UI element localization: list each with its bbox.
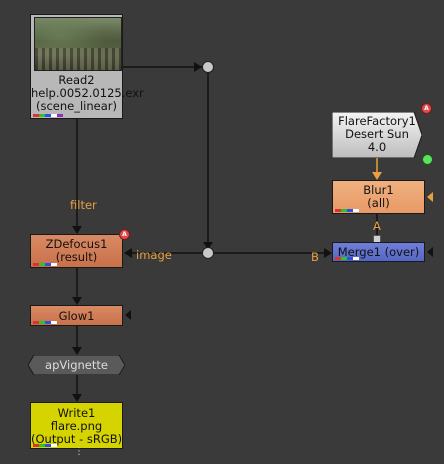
channel-swatch: [33, 444, 57, 447]
node-colorspace: (scene_linear): [35, 99, 117, 113]
zdefocus-node[interactable]: ZDefocus1 (result): [30, 234, 123, 268]
edge-arrowhead: [72, 297, 82, 305]
node-name: Blur1: [363, 183, 394, 197]
channel-swatch: [33, 263, 57, 266]
mask-input-arrow[interactable]: [125, 310, 131, 320]
node-name: Merge1 (over): [337, 245, 420, 259]
edge-arrowhead: [194, 62, 202, 72]
node-preset: Desert Sun: [345, 127, 409, 141]
node-name: ZDefocus1: [45, 237, 108, 251]
edge-arrowhead: [203, 242, 213, 250]
edge-label-image: image: [136, 248, 172, 262]
node-version: 4.0: [367, 140, 387, 154]
node-file: help.0052.0125.exr: [31, 86, 144, 100]
node-name: Write1: [57, 406, 96, 420]
read-node[interactable]: Read2 help.0052.0125.exr (scene_linear): [30, 14, 144, 119]
node-name: FlareFactory1: [338, 114, 416, 128]
blur-node[interactable]: Blur1 (all): [332, 180, 425, 214]
more-options-icon: ⋮: [74, 446, 84, 457]
vignette-node[interactable]: apVignette: [28, 355, 125, 375]
node-name: Glow1: [58, 309, 95, 323]
mask-input-arrow[interactable]: [427, 247, 433, 257]
flare-factory-shape: [332, 112, 422, 158]
edge-label-b: B: [311, 250, 319, 264]
node-sub: (result): [55, 250, 98, 264]
edge-label-a: A: [373, 219, 381, 233]
node-sub: (all): [367, 196, 390, 210]
dot-node[interactable]: [202, 247, 214, 259]
edge-arrowhead: [372, 172, 382, 180]
mask-input-arrow[interactable]: [427, 192, 433, 202]
status-dot-icon: [422, 154, 433, 165]
mask-input-badge[interactable]: A: [119, 229, 130, 240]
node-name: apVignette: [45, 358, 108, 372]
node-file: flare.png: [50, 419, 103, 433]
node-colorspace: (Output - sRGB): [31, 432, 123, 446]
edge-arrowhead: [72, 394, 82, 402]
edge-label-filter: filter: [70, 198, 97, 212]
edge-arrowhead: [72, 226, 82, 234]
mask-input-badge[interactable]: A: [421, 103, 432, 114]
edge-arrowhead: [72, 347, 82, 355]
glow-node[interactable]: Glow1: [30, 305, 123, 326]
edge-arrowhead: [124, 248, 132, 258]
write-node[interactable]: Write1 flare.png (Output - sRGB): [30, 402, 123, 449]
channel-swatch: [335, 257, 359, 260]
read-thumbnail: [34, 17, 122, 71]
channel-swatch: [335, 209, 359, 212]
dot-node[interactable]: [202, 61, 214, 73]
channel-swatch: [33, 321, 57, 324]
channel-swatch: [33, 114, 63, 117]
merge-node[interactable]: Merge1 (over): [332, 242, 425, 262]
vignette-shape: [28, 355, 125, 375]
node-name: Read2: [58, 73, 95, 87]
flare-factory-node[interactable]: FlareFactory1 Desert Sun 4.0: [332, 112, 422, 158]
edge-arrowhead: [324, 248, 332, 258]
